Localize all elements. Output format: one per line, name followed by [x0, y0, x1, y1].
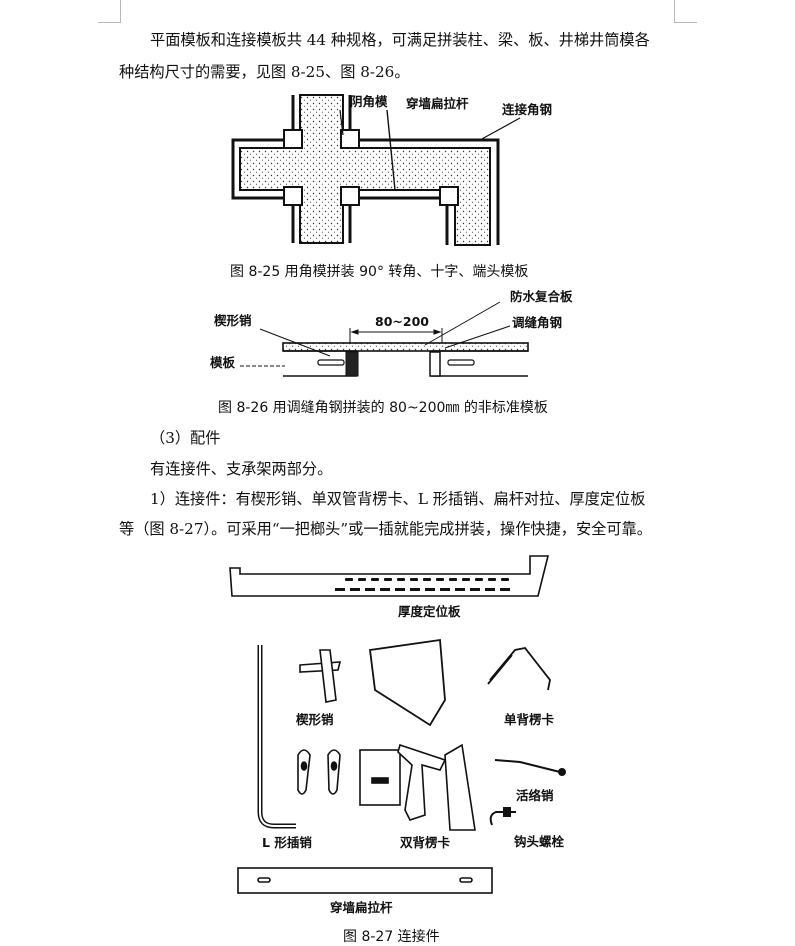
crop-mark-top-left — [98, 0, 121, 23]
label-tiao-feng-jiao-gang: 调缝角钢 — [512, 315, 562, 330]
paragraph-1-line-2: 种结构尺寸的需要，见图 8-25、图 8-26。 — [119, 63, 410, 81]
section-heading: （3）配件 — [150, 429, 221, 447]
paragraph-3-line-1: 1）连接件：有楔形销、单双管背楞卡、L 形插销、扁杆对拉、厚度定位板 — [150, 490, 646, 508]
figure-8-26-caption: 图 8-26 用调缝角钢拼装的 80~200㎜ 的非标准模板 — [218, 400, 548, 416]
label-fang-shui-fu-he-ban: 防水复合板 — [510, 289, 573, 304]
label-xie-xing-xiao-2: 楔形销 — [296, 712, 334, 727]
label-huo-luo-xiao: 活络销 — [516, 788, 554, 803]
label-dan-bei-leng-ka: 单背楞卡 — [504, 712, 555, 727]
figure-8-27-caption: 图 8-27 连接件 — [343, 929, 440, 945]
figure-8-25-caption: 图 8-25 用角模拼装 90° 转角、十字、端头模板 — [230, 264, 529, 280]
label-hou-du-ding-wei-ban: 厚度定位板 — [398, 604, 461, 619]
panel-strip — [240, 301, 529, 377]
double-back-clip-drawing — [359, 743, 476, 831]
label-yin-jiao-mo: 阴角模 — [350, 94, 388, 109]
l-pin-drawing — [257, 645, 296, 829]
paragraph-3-line-2: 等（图 8-27）。可采用“一把榔头”或一插就能完成拼装，操作快捷，安全可靠。 — [119, 520, 652, 538]
label-range-80-200: 80~200 — [375, 314, 429, 329]
hook-bolt-drawing — [489, 807, 516, 826]
single-back-clip-drawing — [368, 638, 551, 727]
label-l-xing-cha-xiao: L 形插销 — [262, 835, 312, 850]
label-shuang-bei-leng-ka: 双背楞卡 — [399, 835, 451, 850]
paragraph-1-line-1: 平面模板和连接模板共 44 种规格，可满足拼装柱、梁、板、井梯井筒模各 — [150, 31, 650, 49]
tie-rod — [386, 109, 396, 191]
crop-mark-top-right — [674, 0, 697, 23]
yin-jiao-corner-pieces — [283, 129, 459, 206]
wedge-pin-drawings — [297, 649, 342, 795]
movable-pin-drawing — [494, 759, 566, 776]
label-chuan-qiang-bian-la-gan-2: 穿墙扁拉杆 — [330, 900, 393, 915]
label-gou-tou-luo-shuan: 钩头螺栓 — [514, 834, 565, 849]
label-chuan-qiang-bian-la-gan: 穿墙扁拉杆 — [406, 96, 469, 111]
flat-tie-rod-drawing — [237, 867, 493, 894]
label-lian-jie-jiao-gang: 连接角钢 — [502, 102, 552, 117]
label-mu-ban: 模板 — [210, 355, 236, 370]
thickness-plate-drawing — [229, 555, 550, 597]
label-xie-xing-xiao: 楔形销 — [214, 313, 252, 328]
paragraph-2: 有连接件、支承架两部分。 — [150, 460, 333, 478]
